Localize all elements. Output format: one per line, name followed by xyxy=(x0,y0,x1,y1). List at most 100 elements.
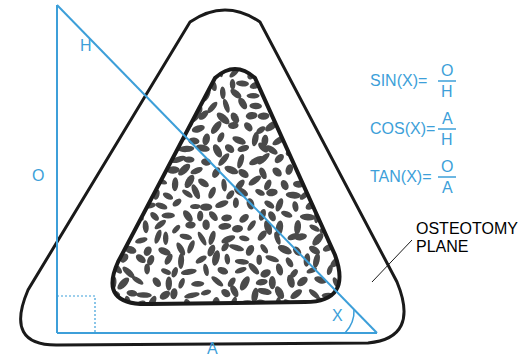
trabecula xyxy=(360,299,371,307)
trabecula xyxy=(348,266,359,279)
trabecula xyxy=(289,287,304,301)
trabecula xyxy=(191,281,204,287)
trabecula xyxy=(216,152,231,168)
trabecula xyxy=(280,109,289,122)
trabecula xyxy=(321,89,331,101)
trabecula xyxy=(197,177,211,189)
trabecula xyxy=(220,287,232,299)
trabecula xyxy=(184,291,201,300)
trabecula xyxy=(136,292,152,298)
trabecula xyxy=(93,112,108,124)
trabecula xyxy=(128,109,139,121)
trabecula xyxy=(158,289,172,302)
trabecula xyxy=(237,167,251,180)
trabecula xyxy=(190,90,202,98)
trabecula xyxy=(280,209,293,219)
trabecula xyxy=(115,276,131,292)
trabecula xyxy=(91,67,106,77)
trabecula xyxy=(351,221,364,236)
trabecula xyxy=(308,223,321,233)
trabecula xyxy=(127,90,139,101)
trabecula xyxy=(343,53,356,65)
trabecula xyxy=(285,191,301,199)
formula-text: TAN(X)= xyxy=(370,168,431,186)
trabecula xyxy=(126,289,138,297)
trabecula xyxy=(191,123,206,134)
trabecula xyxy=(222,55,235,68)
trabecula xyxy=(337,153,349,170)
trabecula xyxy=(228,243,245,253)
trabecula xyxy=(238,275,252,292)
trabecula xyxy=(128,200,141,210)
trabecula xyxy=(151,276,163,289)
trabecula xyxy=(294,123,309,130)
trabecula xyxy=(308,114,323,123)
trabecula xyxy=(216,266,229,276)
trabecula xyxy=(231,134,247,146)
trabecula xyxy=(356,59,371,67)
trabecula xyxy=(106,300,115,312)
opposite-side xyxy=(56,5,58,333)
trabecula xyxy=(239,235,251,243)
side-letter: O xyxy=(30,167,46,185)
trabecula xyxy=(339,221,351,230)
trabecula xyxy=(169,288,178,300)
trabecula xyxy=(247,174,262,188)
trabecula xyxy=(164,146,170,159)
trabecula xyxy=(262,67,275,76)
trabecula xyxy=(300,167,312,177)
trabecula xyxy=(100,251,112,267)
trabecula xyxy=(154,71,166,79)
trabecula xyxy=(110,243,124,251)
trabecula xyxy=(236,153,246,169)
trabecula xyxy=(143,178,157,188)
trabecula xyxy=(320,71,335,79)
trabecula xyxy=(319,174,331,188)
trabecula xyxy=(207,210,219,223)
trabecula xyxy=(290,134,303,145)
trabecula xyxy=(186,66,199,75)
trabecula xyxy=(273,90,286,98)
trabecula xyxy=(279,179,290,192)
trabecula xyxy=(95,263,103,278)
trabecula xyxy=(152,79,165,90)
trabecula xyxy=(312,252,321,268)
trabecula xyxy=(298,100,309,116)
trabecula xyxy=(363,271,374,288)
trabecula xyxy=(97,222,107,236)
trabecula xyxy=(313,144,328,152)
trabecula xyxy=(295,90,305,97)
trabecula xyxy=(142,159,153,167)
trabecula xyxy=(94,131,109,145)
trabecula xyxy=(136,144,146,157)
trabecula xyxy=(171,197,183,208)
trabecula xyxy=(127,155,143,170)
trabecula xyxy=(101,122,116,131)
trabecula xyxy=(173,90,189,100)
trabecula xyxy=(358,77,369,90)
trabecula xyxy=(220,86,226,99)
trabecula xyxy=(263,199,276,210)
trabecula xyxy=(211,249,222,266)
trabecula xyxy=(199,66,213,77)
trabecula xyxy=(151,163,161,179)
trabecula xyxy=(113,90,125,105)
trabecula xyxy=(344,252,359,267)
fraction-numerator: O xyxy=(441,158,453,176)
trabecula xyxy=(236,96,249,111)
trabecula xyxy=(171,107,184,122)
trabecula xyxy=(274,197,285,212)
trabecula xyxy=(293,111,306,124)
side-letter: H xyxy=(80,37,92,55)
trabecula xyxy=(254,188,266,198)
trabecula xyxy=(294,220,302,235)
trabecula xyxy=(101,210,113,219)
trabecula xyxy=(171,223,182,234)
fraction-numerator: A xyxy=(442,110,453,128)
trabecula xyxy=(335,90,347,104)
trabecula xyxy=(283,77,290,93)
trabecula xyxy=(341,184,350,200)
trabecula xyxy=(210,275,225,289)
trabecula xyxy=(192,78,203,92)
trabecula xyxy=(221,98,231,114)
